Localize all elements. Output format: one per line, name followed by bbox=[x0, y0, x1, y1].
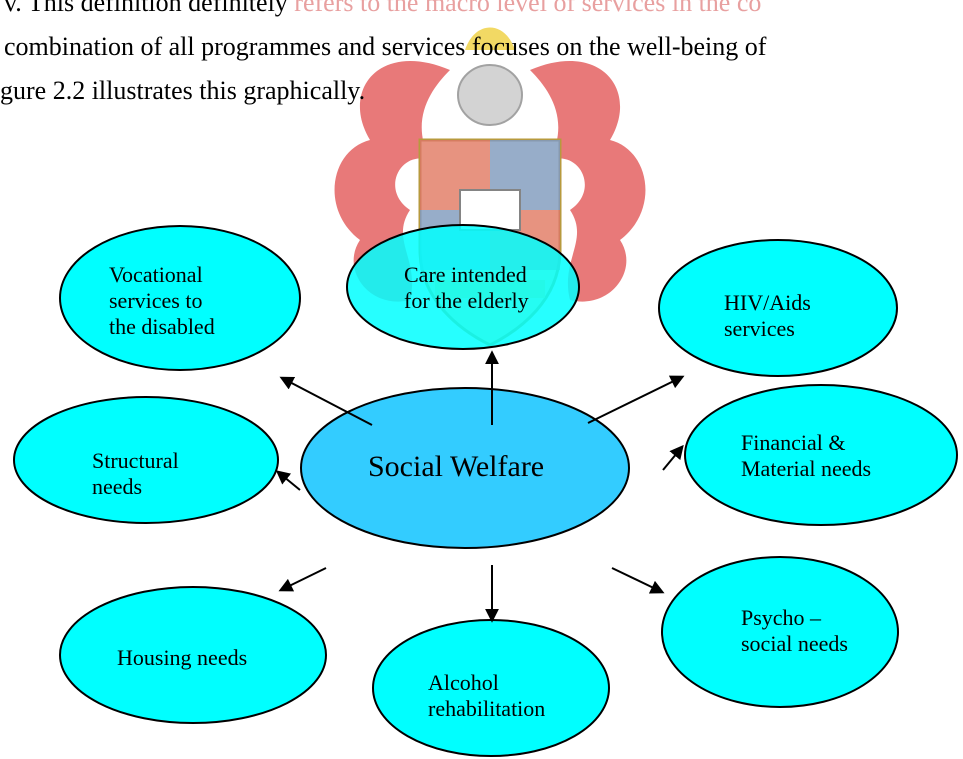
arrow-to-financial bbox=[662, 444, 684, 471]
node-psycho bbox=[661, 556, 899, 708]
node-housing bbox=[59, 586, 327, 724]
label-center: Social Welfare bbox=[368, 450, 545, 483]
label-vocational: Vocational services to the disabled bbox=[109, 262, 215, 339]
label-psycho: Psycho – social needs bbox=[741, 605, 848, 656]
node-structural bbox=[13, 396, 279, 524]
node-hiv bbox=[658, 239, 898, 377]
label-financial: Financial & Material needs bbox=[741, 430, 872, 481]
node-center bbox=[300, 387, 630, 549]
node-financial bbox=[684, 384, 958, 526]
paragraph-line-1: v. This definition definitely refers to … bbox=[4, 0, 761, 18]
label-housing: Housing needs bbox=[117, 645, 248, 670]
label-hiv: HIV/Aids services bbox=[724, 290, 811, 341]
label-structural: Structural needs bbox=[92, 448, 179, 499]
paragraph-line-3: gure 2.2 illustrates this graphically. bbox=[0, 76, 366, 105]
paragraph-line-1-faded: refers to the macro level of services in… bbox=[294, 0, 762, 17]
node-vocational bbox=[59, 225, 301, 371]
label-alcohol: Alcohol rehabilitation bbox=[428, 670, 546, 721]
node-elderly bbox=[346, 224, 580, 350]
paragraph-line-1-prefix: v. This definition definitely bbox=[4, 0, 295, 17]
arrow-to-vocational bbox=[279, 376, 373, 426]
arrow-to-structural bbox=[275, 470, 301, 491]
arrow-to-housing bbox=[278, 567, 327, 592]
paragraph-line-2: combination of all programmes and servic… bbox=[4, 32, 767, 61]
arrow-to-hiv bbox=[587, 375, 685, 424]
arrow-to-psycho bbox=[611, 567, 665, 594]
label-elderly: Care intended for the elderly bbox=[404, 262, 529, 313]
